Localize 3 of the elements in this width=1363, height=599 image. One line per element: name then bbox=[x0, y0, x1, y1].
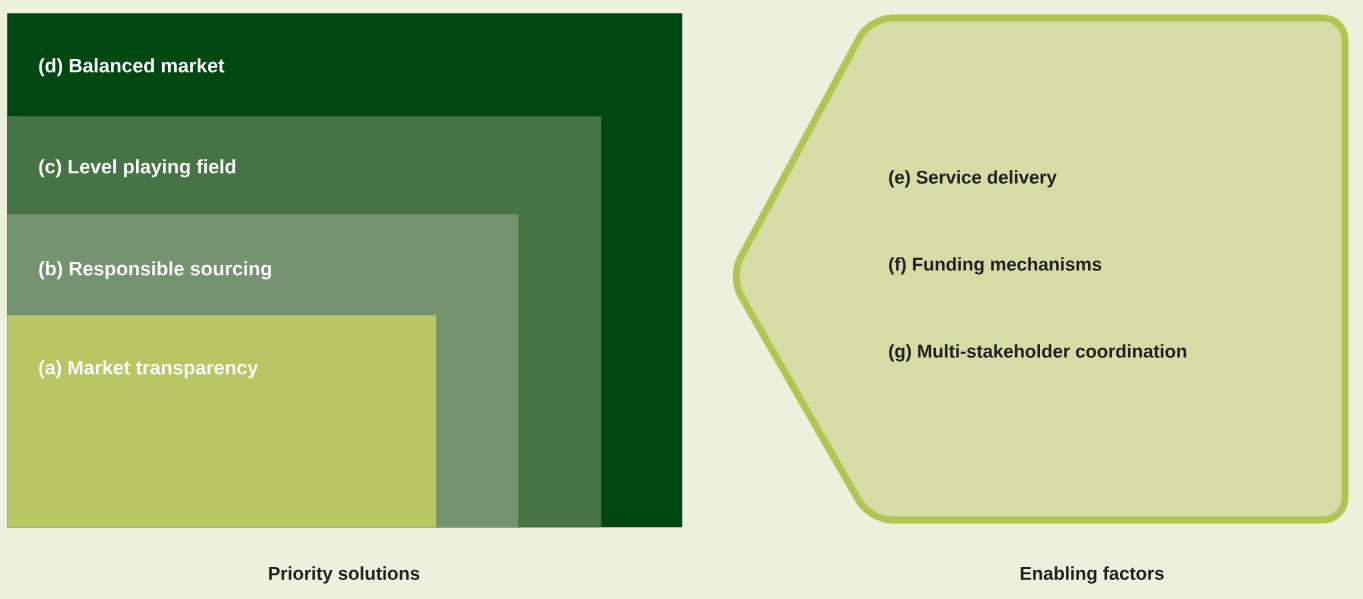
caption: Enabling factors bbox=[1020, 566, 1164, 584]
caption: Priority solutions bbox=[269, 566, 420, 584]
solution-block: (a) Market transparency bbox=[7, 315, 437, 528]
